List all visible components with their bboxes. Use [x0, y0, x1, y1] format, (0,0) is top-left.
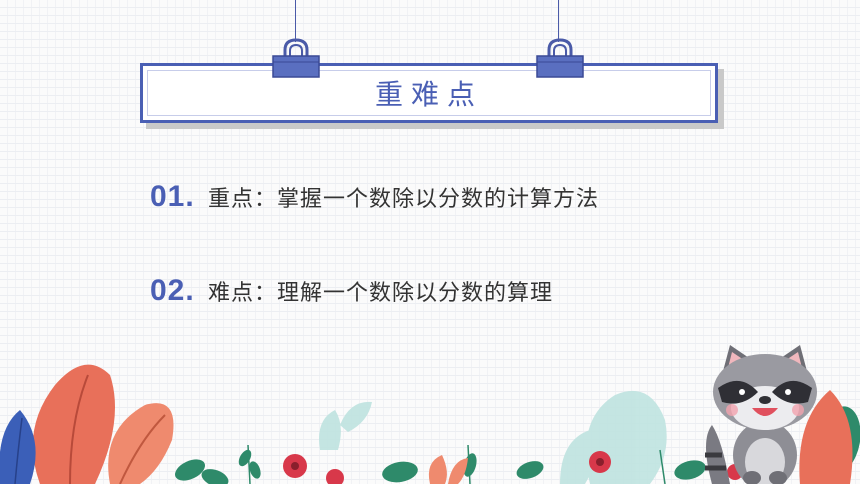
binder-clip-icon [272, 38, 320, 78]
red-flower-icon [283, 451, 743, 484]
binder-clip-icon [536, 38, 584, 78]
difficult-point-number: 02. [150, 274, 195, 307]
hanging-string-left [295, 0, 296, 42]
coral-leaf-icon [0, 364, 174, 484]
title-banner: 重难点 [140, 63, 718, 123]
coral-sprig-icon [428, 390, 853, 484]
key-point-number: 01. [150, 180, 195, 213]
difficult-point-text: 难点：理解一个数除以分数的算理 [208, 281, 554, 306]
key-point-text: 重点：掌握一个数除以分数的计算方法 [208, 187, 600, 212]
pale-leaf-icon [319, 390, 667, 484]
key-point-item: 01. 重点：掌握一个数除以分数的计算方法 [150, 180, 599, 214]
hanging-string-right [558, 0, 559, 42]
difficult-point-item: 02. 难点：理解一个数除以分数的算理 [150, 274, 553, 308]
raccoon-icon [705, 345, 817, 484]
